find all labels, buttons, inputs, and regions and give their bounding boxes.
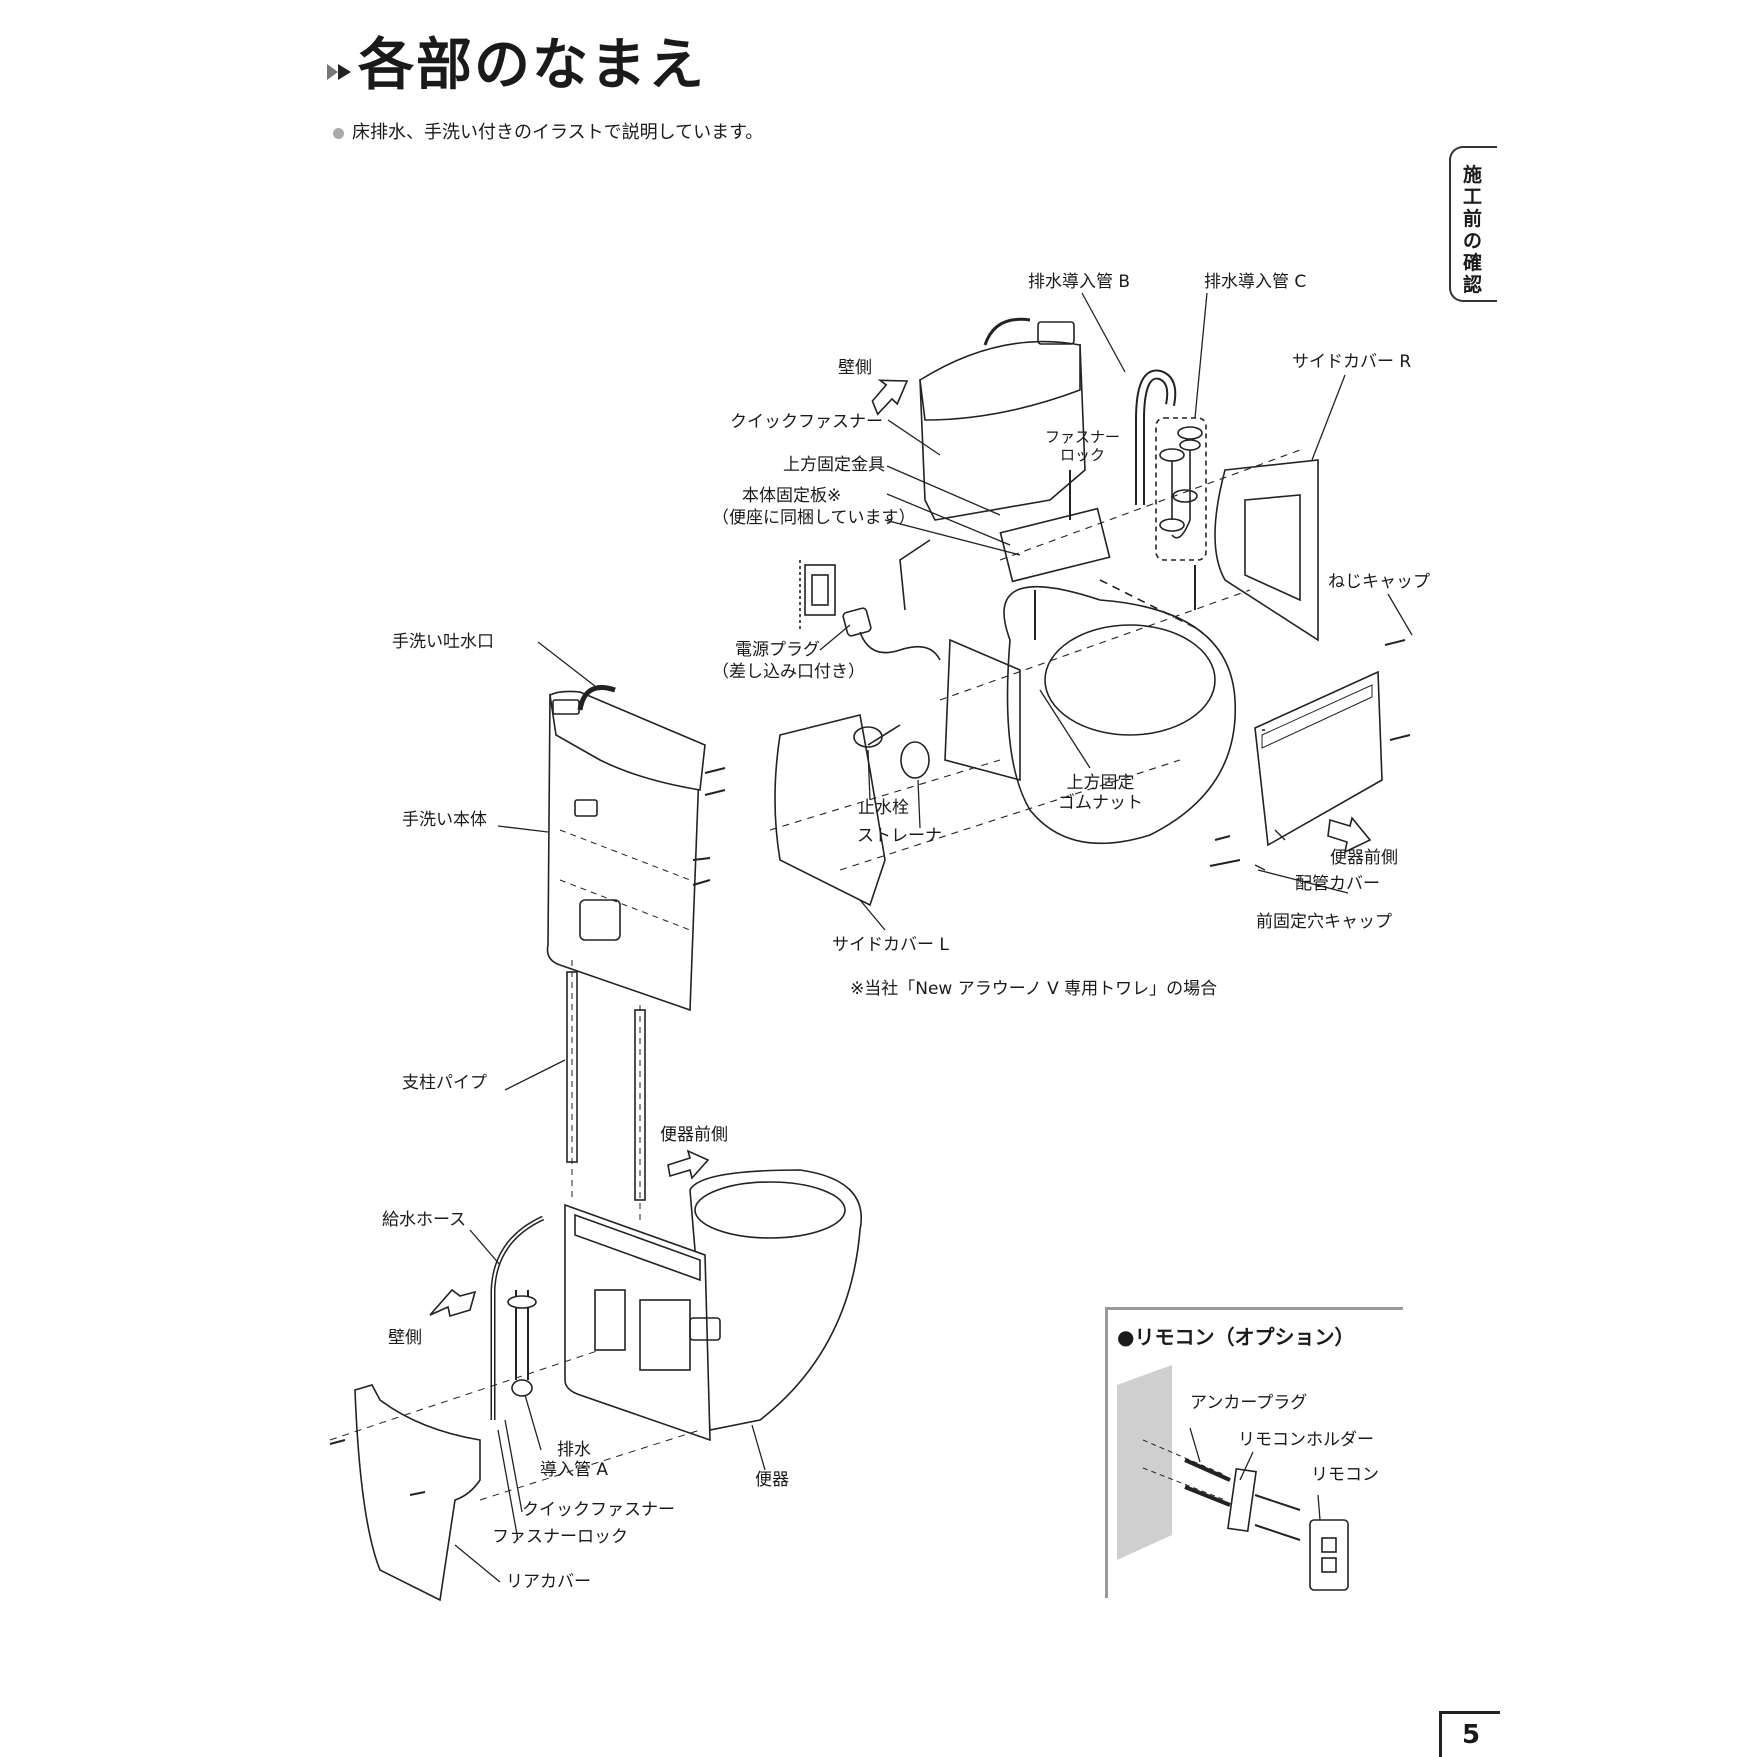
label-anchor-plug: アンカープラグ — [1190, 1393, 1308, 1413]
strainer — [900, 741, 930, 779]
side-cover-r — [1214, 459, 1319, 642]
upper-bowl-rim — [1044, 624, 1216, 736]
label-stop-valve: 止水栓 — [858, 798, 909, 818]
page-number: 5 — [1439, 1711, 1500, 1757]
label-drain-pipe-b: 排水導入管 B — [1028, 272, 1131, 292]
lower-wall-arrow — [429, 1288, 477, 1318]
page-title: 各部のなまえ — [358, 33, 706, 98]
support-pipe-left — [566, 971, 578, 1163]
upper-hand-bowl — [919, 340, 1081, 421]
label-hand-wash-spout: 手洗い吐水口 — [392, 632, 494, 652]
label-water-hose: 給水ホース — [382, 1210, 467, 1230]
lower-control-panel — [552, 699, 580, 715]
section-tab-label: 施工前の確認 — [1463, 164, 1483, 296]
label-screw-cap: ねじキャップ — [1328, 572, 1430, 592]
label-wall-side-lower: 壁側 — [388, 1328, 422, 1348]
upper-bowl — [1003, 585, 1237, 845]
footnote: ※当社「New アラウーノ V 専用トワレ」の場合 — [850, 979, 1218, 999]
label-upper-rubber-nut: 上方固定 ゴムナット — [1058, 773, 1143, 814]
label-remote: リモコン — [1311, 1465, 1379, 1485]
lower-frame — [564, 1203, 711, 1442]
intro-note: 床排水、手洗い付きのイラストで説明しています。 — [333, 118, 763, 144]
upper-wall-arrow — [871, 379, 909, 416]
label-fastener-lock-line2: ロック — [1060, 446, 1106, 464]
label-drain-pipe-a: 排水 導入管 A — [540, 1440, 608, 1481]
upper-front-arrow — [1327, 816, 1372, 854]
label-fastener-lock-lower: ファスナーロック — [492, 1527, 628, 1547]
label-side-cover-r: サイドカバー R — [1292, 352, 1412, 372]
pipe-cover — [1254, 670, 1383, 847]
label-upper-bracket: 上方固定金具 — [783, 455, 885, 475]
label-upper-rubber-nut-line2: ゴムナット — [1058, 793, 1143, 814]
anchor-plug — [1184, 1458, 1231, 1482]
lower-toilet-bowl — [689, 1169, 862, 1431]
side-cover-l — [774, 714, 886, 907]
remote-wall — [1117, 1365, 1172, 1560]
remote-drawing — [1117, 1365, 1349, 1591]
label-drain-pipe-a-line1: 排水 — [557, 1440, 592, 1460]
upper-leader-lines — [819, 292, 1413, 931]
hand-wash-basin — [549, 690, 706, 791]
label-fastener-lock-line1: ファスナー — [1045, 428, 1121, 446]
label-upper-rubber-nut-line1: 上方固定 — [1066, 773, 1135, 793]
upper-toilet-drawing — [769, 317, 1411, 907]
label-body-fix-plate: 本体固定板※ — [742, 486, 842, 506]
label-fastener-lock-upper: ファスナー ロック — [1045, 428, 1120, 464]
drain-pipe-c-box — [1155, 417, 1207, 561]
label-body-fix-plate-note: （便座に同梱しています） — [712, 508, 916, 528]
lower-front-arrow — [667, 1149, 710, 1180]
section-tab[interactable]: 施工前の確認 — [1449, 146, 1497, 302]
remote-holder — [1227, 1467, 1257, 1533]
label-quick-fastener-upper: クイックファスナー — [730, 412, 883, 432]
label-front-side-lower: 便器前側 — [660, 1125, 728, 1145]
label-toilet: 便器 — [755, 1470, 789, 1490]
label-rear-cover: リアカバー — [506, 1572, 591, 1592]
wall-outlet — [804, 564, 836, 616]
bullet-icon — [333, 127, 344, 139]
label-quick-fastener-lower: クイックファスナー — [522, 1500, 675, 1520]
lower-toilet-drawing — [329, 685, 862, 1602]
label-pipe-cover: 配管カバー — [1295, 874, 1380, 894]
intro-note-text: 床排水、手洗い付きのイラストで説明しています。 — [352, 122, 764, 143]
upper-control-panel — [1037, 321, 1075, 345]
label-front-side-upper: 便器前側 — [1330, 848, 1398, 868]
label-drain-pipe-a-line2: 導入管 A — [540, 1460, 609, 1481]
label-power-plug-note: （差し込み口付き） — [712, 662, 865, 682]
label-front-hole-cap: 前固定穴キャップ — [1256, 912, 1392, 932]
label-support-pipe: 支柱パイプ — [402, 1073, 487, 1093]
label-drain-pipe-c: 排水導入管 C — [1204, 272, 1307, 292]
remote-option-box — [1105, 1307, 1403, 1598]
remote-control — [1309, 1519, 1349, 1591]
lower-leader-lines — [454, 641, 766, 1583]
upper-base-plate — [999, 507, 1111, 583]
label-strainer: ストレーナ — [857, 826, 942, 846]
hand-wash-panel — [579, 899, 621, 941]
power-plug-icon — [842, 607, 872, 637]
remote-title: ●リモコン（オプション） — [1117, 1325, 1355, 1349]
drain-pipe-c — [1159, 426, 1203, 539]
label-hand-wash-body: 手洗い本体 — [402, 810, 487, 830]
label-side-cover-l: サイドカバー L — [832, 935, 949, 955]
title-arrow-icon — [327, 64, 351, 80]
label-wall-side-upper: 壁側 — [838, 358, 872, 378]
label-remote-holder: リモコンホルダー — [1238, 1430, 1374, 1450]
label-power-plug: 電源プラグ — [735, 640, 820, 660]
